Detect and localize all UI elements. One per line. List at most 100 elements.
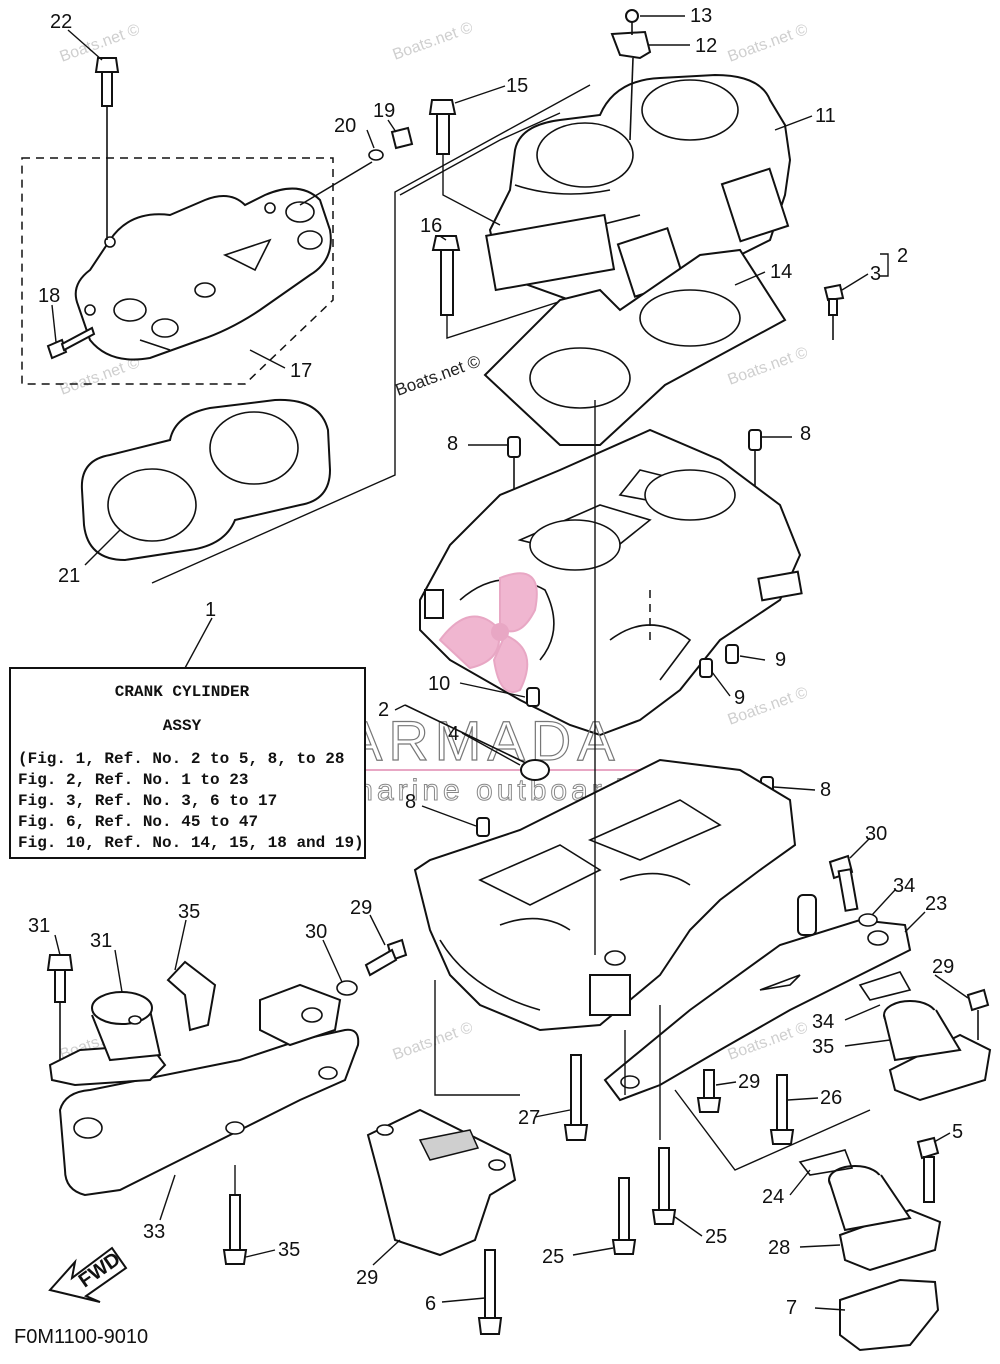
callout-28: 25 bbox=[542, 1246, 564, 1268]
bolt-7 bbox=[477, 1249, 503, 1335]
callout-2-mid: 2 bbox=[378, 699, 389, 721]
mount-29-right-upper bbox=[858, 971, 992, 1102]
callout-8-b: 8 bbox=[800, 423, 811, 445]
callout-9-b: 9 bbox=[734, 687, 745, 709]
callout-29-right-upper: 35 bbox=[812, 1036, 834, 1058]
washer-34-left bbox=[336, 980, 358, 996]
callout-35-left: 35 bbox=[178, 901, 200, 923]
dowel-pins-8 bbox=[507, 429, 762, 535]
callout-numbers: 22 13 12 15 11 19 20 16 14 2 3 18 17 8 8… bbox=[28, 5, 963, 1319]
bolt-31-left bbox=[46, 954, 74, 1060]
engine-mount-6 bbox=[366, 1108, 517, 1257]
callout-5: 27 bbox=[518, 1107, 540, 1129]
callout-18: 18 bbox=[38, 285, 60, 307]
callout-1: 1 bbox=[205, 599, 216, 621]
callout-8-c: 8 bbox=[820, 779, 831, 801]
assembly-subtitle: ASSY bbox=[163, 717, 202, 735]
cap-12-screw-13 bbox=[610, 9, 652, 141]
figure-code: F0M1100-9010 bbox=[14, 1326, 148, 1348]
armada-logo bbox=[438, 572, 538, 693]
bolt-15 bbox=[428, 99, 501, 226]
assembly-line: (Fig. 1, Ref. No. 2 to 5, 8, to 28 bbox=[18, 750, 344, 768]
callout-9-a: 9 bbox=[775, 649, 786, 671]
callout-15: 15 bbox=[506, 75, 528, 97]
callout-29-left: 31 bbox=[90, 930, 112, 952]
callout-24: 33 bbox=[143, 1221, 165, 1243]
callout-14: 14 bbox=[770, 261, 792, 283]
assembly-line: Fig. 10, Ref. No. 14, 15, 18 and 19) bbox=[18, 834, 364, 852]
head-gasket-21 bbox=[80, 398, 332, 562]
bolt-30-right bbox=[828, 854, 859, 912]
bolt-22 bbox=[94, 57, 120, 240]
spacer-35-left bbox=[166, 960, 217, 1032]
callout-23: 23 bbox=[925, 893, 947, 915]
mount-29-right-lower bbox=[798, 1149, 942, 1272]
callout-34-left: 30 bbox=[305, 921, 327, 943]
callout-7: 6 bbox=[425, 1293, 436, 1315]
callout-35-right: 34 bbox=[812, 1011, 834, 1033]
watermark-text: Boats.net © bbox=[391, 19, 476, 64]
pins-9 bbox=[649, 590, 739, 678]
callout-21: 21 bbox=[58, 565, 80, 587]
bolt-5 bbox=[563, 1054, 589, 1141]
bolt-30-left bbox=[364, 938, 408, 977]
callout-6: 29 bbox=[356, 1267, 378, 1289]
assembly-line: Fig. 6, Ref. No. 45 to 47 bbox=[18, 813, 258, 831]
callout-13: 13 bbox=[690, 5, 712, 27]
callout-16: 16 bbox=[420, 215, 442, 237]
callout-26: 29 bbox=[738, 1071, 760, 1093]
callout-12: 12 bbox=[695, 35, 717, 57]
watermark-text: Boats.net © bbox=[726, 344, 811, 389]
cylinder-gasket-14 bbox=[483, 248, 787, 446]
bolt-18 bbox=[46, 326, 96, 360]
mount-bracket-24 bbox=[58, 983, 360, 1197]
assembly-title: CRANK CYLINDER bbox=[115, 683, 250, 701]
washer-and-cap bbox=[299, 126, 414, 206]
callout-30-right: 30 bbox=[865, 823, 887, 845]
mount-29-left bbox=[48, 991, 167, 1087]
callout-20: 20 bbox=[334, 115, 356, 137]
fwd-arrow: FWD bbox=[48, 1246, 128, 1303]
washer-34-right bbox=[858, 913, 878, 927]
watermark-text: Boats.net © bbox=[58, 354, 143, 399]
watermark-text: Boats.net © bbox=[391, 1019, 476, 1064]
bolt-27 bbox=[769, 1074, 795, 1145]
callout-27: 26 bbox=[820, 1087, 842, 1109]
bolt-16 bbox=[431, 235, 581, 339]
callout-31-left: 31 bbox=[28, 915, 50, 937]
assembly-line: Fig. 3, Ref. No. 3, 6 to 17 bbox=[18, 792, 277, 810]
plate-32 bbox=[839, 1278, 940, 1352]
crankcase-lower bbox=[413, 758, 797, 1032]
callout-34-right: 34 bbox=[893, 875, 915, 897]
pin-10 bbox=[526, 687, 540, 707]
rod-4 bbox=[404, 704, 550, 781]
callout-29-right-lower: 28 bbox=[768, 1237, 790, 1259]
callout-25-left: 35 bbox=[278, 1239, 300, 1261]
callout-8-a: 8 bbox=[447, 433, 458, 455]
bolt-33 bbox=[916, 1136, 940, 1203]
leader-lines bbox=[51, 15, 969, 1311]
callout-30-left: 29 bbox=[350, 897, 372, 919]
callout-11: 11 bbox=[815, 105, 836, 127]
assembly-note-box: CRANK CYLINDER ASSY (Fig. 1, Ref. No. 2 … bbox=[9, 667, 366, 859]
head-cover-group bbox=[21, 157, 334, 385]
callout-22: 22 bbox=[50, 11, 72, 33]
callout-4: 4 bbox=[448, 723, 459, 745]
callout-17: 17 bbox=[290, 360, 312, 382]
callout-2-top: 2 bbox=[897, 245, 908, 267]
bolt-28 bbox=[611, 1177, 637, 1255]
bolt-31-right bbox=[966, 988, 990, 1040]
callout-32: 7 bbox=[786, 1297, 797, 1319]
callout-33: 5 bbox=[952, 1121, 963, 1143]
callout-8-d: 8 bbox=[405, 791, 416, 813]
bolt-25-center bbox=[651, 1147, 677, 1225]
bolt-26 bbox=[696, 1069, 722, 1113]
bolt-3 bbox=[823, 283, 845, 340]
callout-19: 19 bbox=[373, 100, 395, 122]
callout-25-center: 25 bbox=[705, 1226, 727, 1248]
callout-10: 10 bbox=[428, 673, 450, 695]
watermark-text: Boats.net © bbox=[726, 21, 811, 66]
callout-3: 3 bbox=[870, 263, 881, 285]
callout-35-lower: 24 bbox=[762, 1186, 784, 1208]
